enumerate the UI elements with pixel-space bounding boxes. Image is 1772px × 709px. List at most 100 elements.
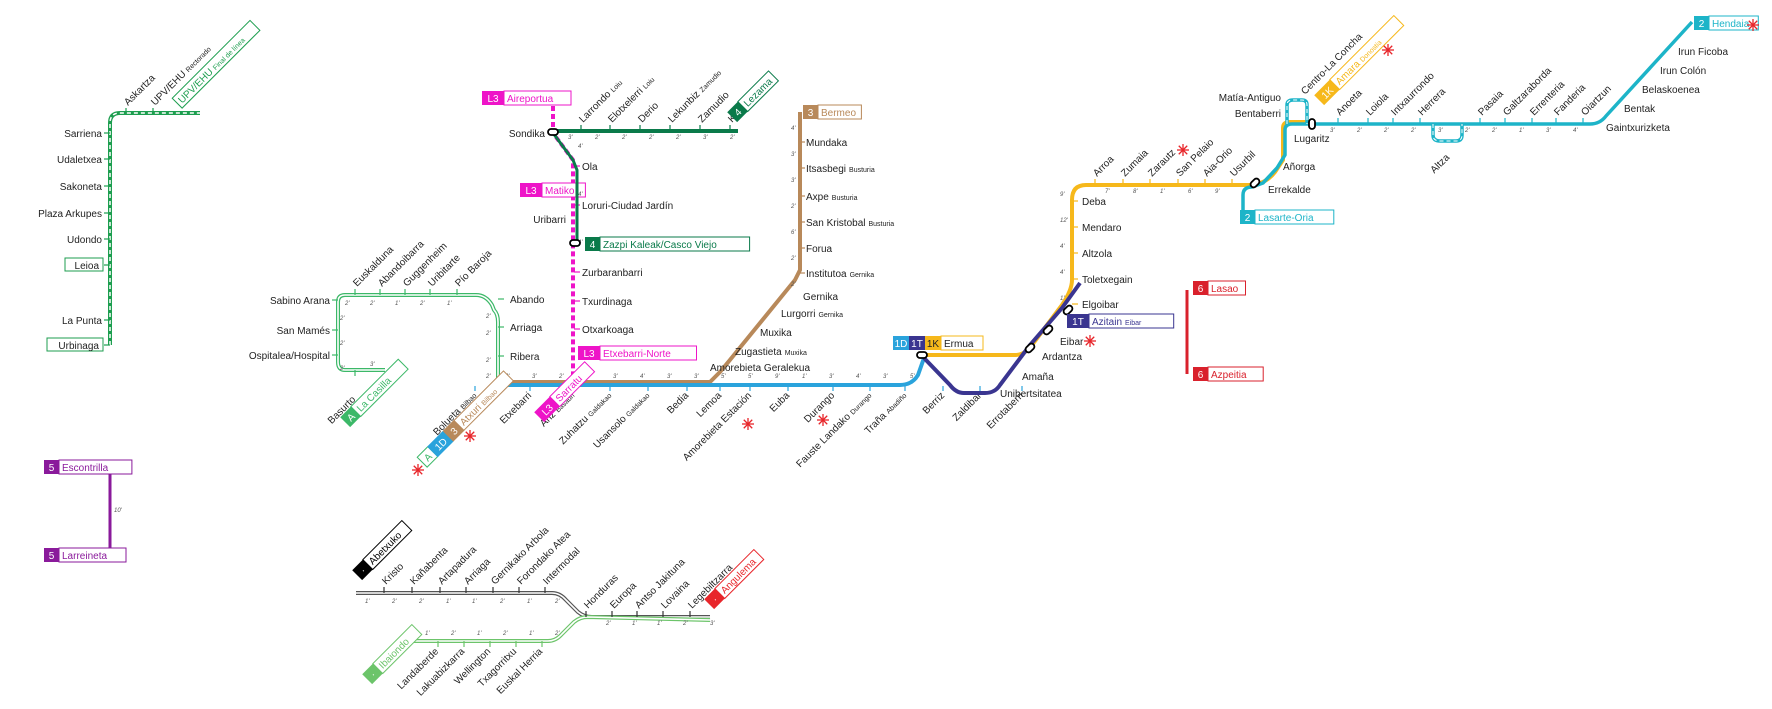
travel-time: 2': [554, 631, 560, 637]
station-label: Loruri-Ciudad Jardín: [582, 201, 673, 212]
station-label: Belaskoenea: [1642, 85, 1700, 96]
travel-time: 5': [748, 374, 753, 380]
travel-time: 1': [632, 621, 637, 627]
travel-time: 4': [640, 374, 645, 380]
tram-vitoria-grey: [356, 591, 710, 619]
travel-time: 5': [721, 374, 726, 380]
interchange-node[interactable]: [1308, 118, 1316, 130]
line-badge-label: 3: [808, 108, 814, 119]
terminus-box[interactable]: [46, 337, 104, 352]
station-label: Toletxegain: [1082, 275, 1133, 286]
line-1T: [922, 281, 1082, 395]
travel-time: 3': [1546, 128, 1551, 134]
travel-time: 4': [1060, 244, 1065, 250]
interchange-star-icon: [1747, 19, 1759, 31]
station-label: Otxarkoaga: [582, 325, 634, 336]
line-badge-label: 5: [49, 551, 55, 562]
travel-time: 1': [1060, 296, 1065, 302]
travel-time: 2': [369, 301, 375, 307]
station-label: Mendaro: [1082, 223, 1122, 234]
interchange-node[interactable]: [547, 128, 559, 136]
station-label: Udaletxea: [57, 155, 102, 166]
terminus-name: Larreineta: [62, 551, 107, 562]
travel-time: 2': [648, 135, 654, 141]
travel-time: 1': [477, 631, 482, 637]
station-label: Bentaberri: [1235, 109, 1281, 120]
station-label: Irun Colón: [1660, 66, 1706, 77]
station-label: Zarautz: [1146, 147, 1178, 179]
interchange-node[interactable]: [1062, 304, 1074, 316]
travel-time: 4': [856, 374, 861, 380]
travel-time: 1': [446, 599, 451, 605]
interchange-node[interactable]: [1024, 342, 1036, 354]
station-label: Arroa: [1091, 154, 1116, 179]
terminus-name: Bermeo: [821, 108, 856, 119]
terminus-name: Abetxuko: [367, 530, 405, 568]
station-label: San Mamés: [277, 326, 330, 337]
line-badge-label: 2: [1245, 213, 1251, 224]
interchange-star-icon: [412, 464, 424, 476]
line-2-loop-inner: [1286, 99, 1308, 124]
travel-time: 2': [339, 366, 345, 372]
travel-time: 2': [502, 631, 508, 637]
line-badge-label: 6: [1198, 370, 1204, 381]
travel-time: 2': [1464, 128, 1470, 134]
travel-time: 9': [775, 374, 780, 380]
travel-time: 10': [114, 508, 123, 514]
terminus-badge[interactable]: 5 Larreineta: [44, 547, 127, 563]
travel-time: 1': [802, 374, 807, 380]
line-badge-label: ·: [358, 566, 368, 576]
terminus-name: Escontrilla: [62, 463, 109, 474]
interchange-node[interactable]: [1042, 324, 1054, 336]
station-label: Altzola: [1082, 249, 1112, 260]
travel-time: 2': [558, 374, 564, 380]
travel-time: 3': [1438, 128, 1443, 134]
station-label: Zamudio: [696, 90, 732, 126]
station-label: Ardantza: [1042, 352, 1082, 363]
line-A-tram-inner: [337, 294, 499, 382]
terminus-box[interactable]: [64, 257, 104, 272]
terminus-name: Matiko: [545, 186, 575, 197]
station-label: Gaintxurizketa: [1606, 123, 1670, 134]
terminus-badge[interactable]: 3 Bermeo: [803, 104, 862, 120]
interchange-node[interactable]: [916, 351, 928, 359]
travel-time: 3': [667, 374, 672, 380]
svg-text:1D: 1D: [895, 339, 908, 350]
interchange-node[interactable]: [569, 239, 581, 247]
terminus-badge[interactable]: UPV/EHUFinal de línea: [171, 19, 261, 109]
station-label: Fauste LandakoDurango: [795, 390, 875, 470]
travel-time: 1': [447, 301, 452, 307]
station-label: Abando: [510, 295, 545, 306]
station-label: La Punta: [62, 316, 102, 327]
station-label: Deba: [1082, 197, 1106, 208]
interchange-node[interactable]: [1249, 177, 1261, 189]
travel-time: 2': [339, 341, 345, 347]
station-label: Bedia: [665, 390, 691, 416]
station-label: Ola: [582, 162, 598, 173]
travel-time: 3': [791, 152, 796, 158]
line-badge-label: ·: [368, 670, 378, 680]
tram-vitoria-grey-inner: [356, 592, 710, 618]
travel-time: 2': [485, 331, 491, 337]
station-label: Udondo: [67, 235, 102, 246]
travel-time: 2': [594, 135, 600, 141]
terminus-name: Zazpi Kaleak/Casco Viejo: [603, 240, 717, 251]
